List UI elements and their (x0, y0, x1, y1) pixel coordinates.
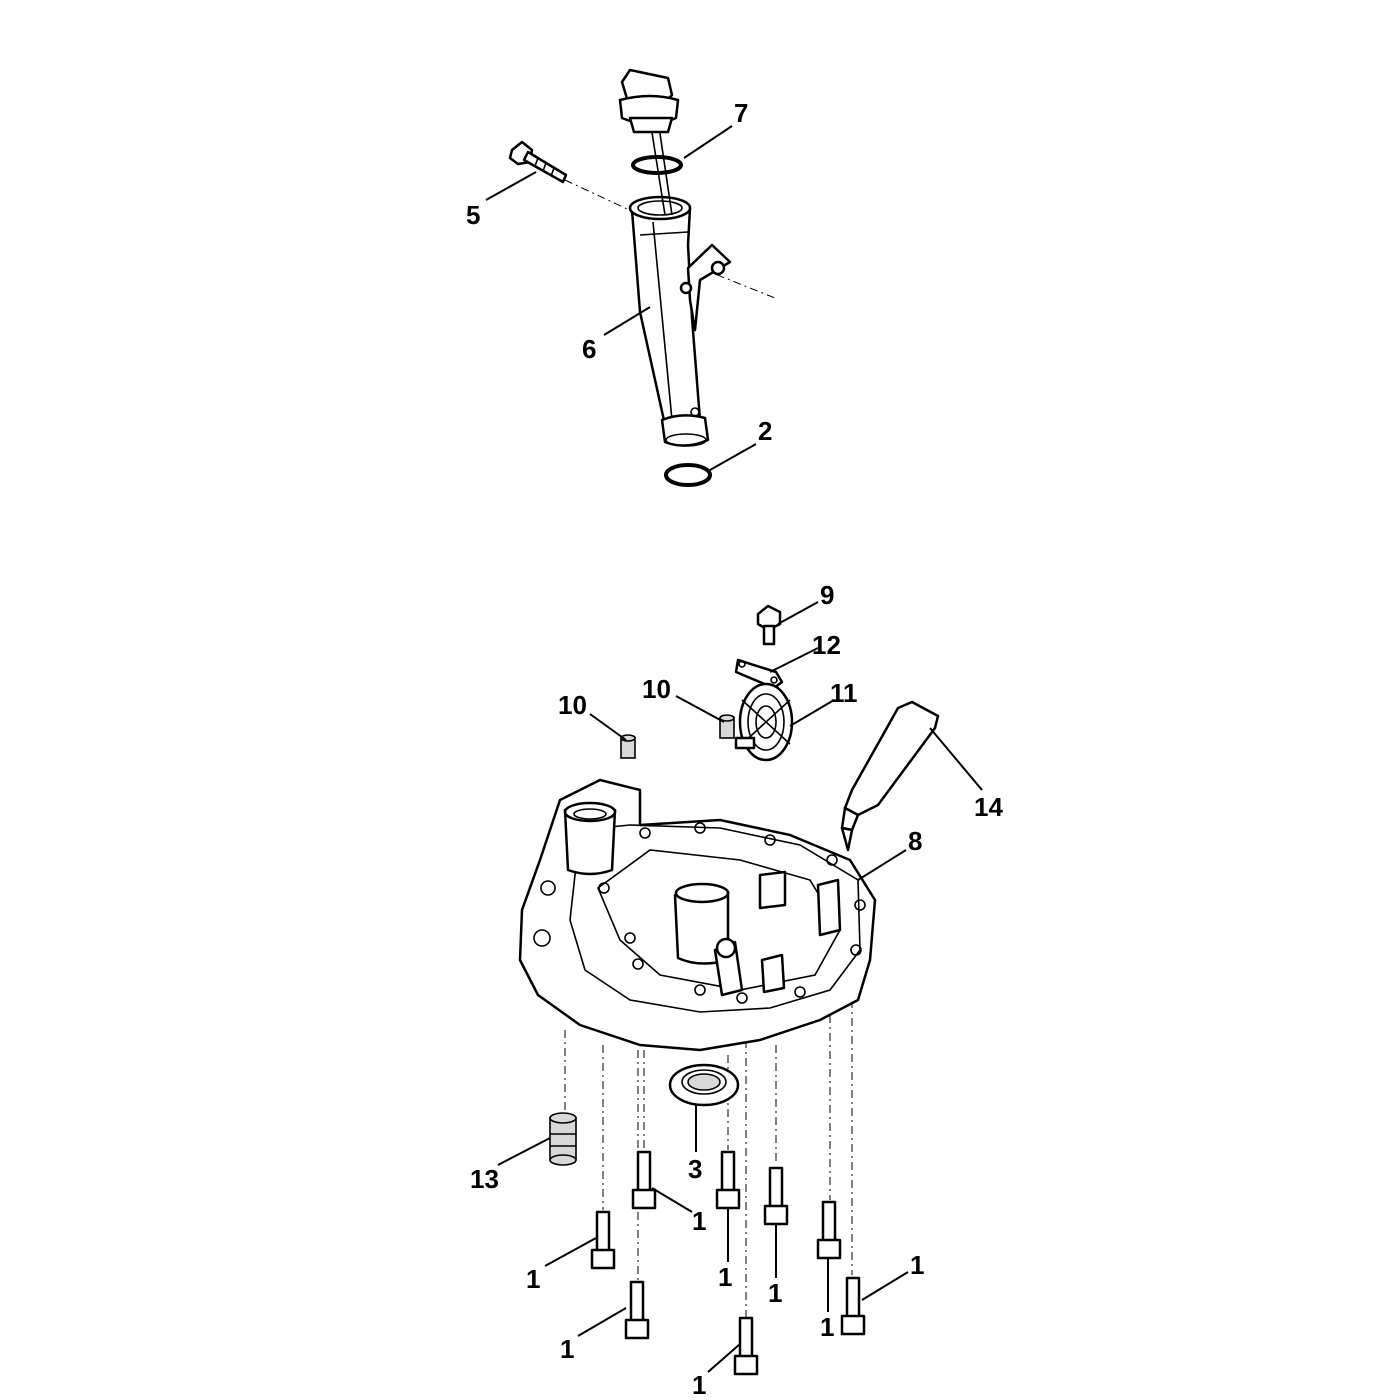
callout-1: 1 (692, 1206, 706, 1236)
callout-10: 10 (558, 690, 587, 720)
oil-seal (668, 1063, 740, 1107)
dipstick (618, 68, 680, 216)
bolt-1 (733, 1316, 759, 1376)
sealant-tube-14 (840, 700, 940, 852)
bolt-1 (816, 1200, 842, 1260)
plate-12 (734, 658, 784, 690)
callout-1: 1 (910, 1250, 924, 1280)
callout-1: 1 (692, 1370, 706, 1400)
callout-1: 1 (718, 1262, 732, 1292)
callout-1: 1 (768, 1278, 782, 1308)
callout-1: 1 (820, 1312, 834, 1342)
callout-7: 7 (734, 98, 748, 128)
pin-10 (620, 734, 636, 759)
callout-10: 10 (642, 674, 671, 704)
o-ring-7 (631, 155, 683, 175)
oil-filler-tube (628, 195, 732, 447)
screw-5 (508, 140, 568, 184)
pin-10 (719, 714, 735, 739)
axis-line (564, 179, 641, 216)
callout-9: 9 (820, 580, 834, 610)
callout-3: 3 (688, 1154, 702, 1184)
bolt-1 (763, 1166, 789, 1226)
bolt-1 (590, 1210, 616, 1270)
callout-8: 8 (908, 826, 922, 856)
crankcase-cover (518, 778, 877, 1052)
screw-9 (756, 604, 782, 646)
callout-2: 2 (758, 416, 772, 446)
bolt-1 (715, 1150, 741, 1210)
bolt-1 (840, 1276, 866, 1336)
bolt-axis-lines (564, 1000, 853, 1370)
bolt-1 (631, 1150, 657, 1210)
callout-14: 14 (974, 792, 1003, 822)
callout-1: 1 (560, 1334, 574, 1364)
callout-12: 12 (812, 630, 841, 660)
dowel-13 (549, 1112, 577, 1166)
callout-6: 6 (582, 334, 596, 364)
o-ring-2 (664, 463, 712, 487)
governor-gear-11 (734, 682, 794, 762)
bolt-1 (624, 1280, 650, 1340)
callout-5: 5 (466, 200, 480, 230)
callout-1: 1 (526, 1264, 540, 1294)
callout-11: 11 (830, 678, 858, 708)
callout-13: 13 (470, 1164, 499, 1194)
